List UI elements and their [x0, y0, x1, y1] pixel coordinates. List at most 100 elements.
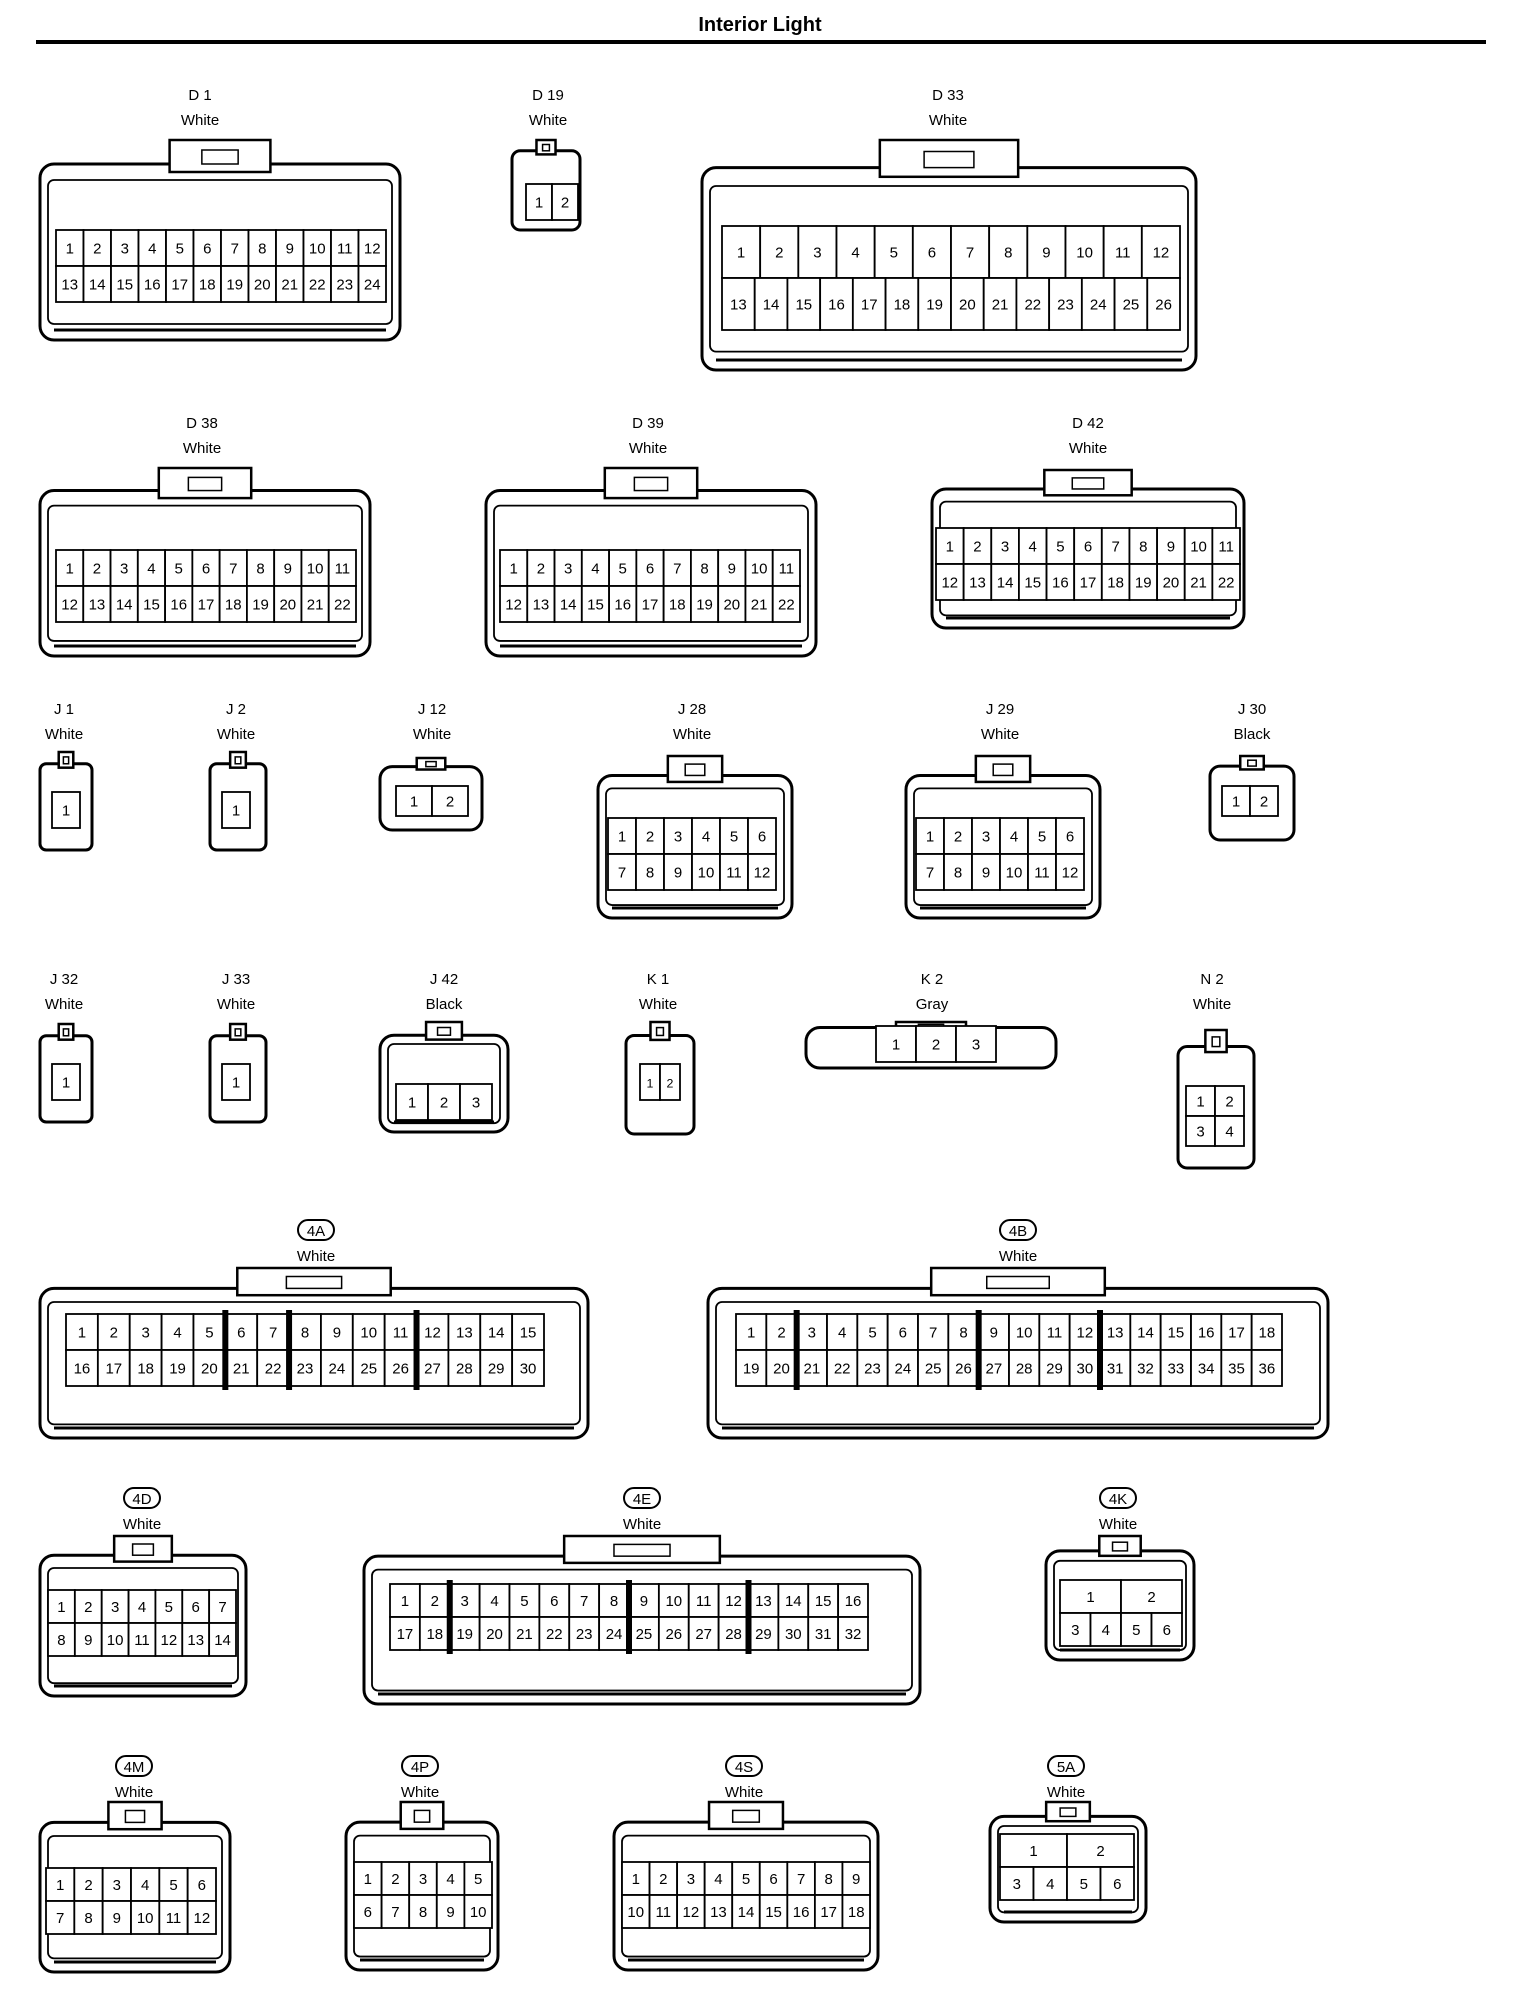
connector-4b-pin-label: 3	[808, 1324, 816, 1341]
connector-j-29-pin-cell	[1055, 853, 1085, 891]
connector-4b-pin-label: 1	[747, 1324, 755, 1341]
connector-d-42-pin-cell	[962, 563, 993, 601]
connector-4b-pin-cell	[1008, 1349, 1041, 1387]
connector-j-28-pin-cell	[747, 817, 777, 855]
connector-4e-pin-label: 3	[461, 1593, 469, 1610]
connector-j-29-pin-label: 6	[1066, 828, 1074, 845]
connector-d-38-pin-label: 6	[202, 560, 210, 577]
connector-4e-pin-label: 20	[486, 1626, 503, 1643]
connector-4b-pin-label: 6	[899, 1324, 907, 1341]
connector-4a-pin-label: 28	[456, 1360, 473, 1377]
connector-4a-pin-label: 15	[520, 1324, 537, 1341]
connector-j-29-pin-cell	[915, 817, 945, 855]
connector-4b-pin-cell	[856, 1313, 889, 1351]
connector-4e-pin-label: 6	[550, 1593, 558, 1610]
connector-j-12-pin-label: 1	[410, 793, 418, 810]
connector-4s-pin-label: 7	[797, 1871, 805, 1888]
connector-d-39-pin-cell	[771, 585, 801, 623]
connector-j-28-pin-cell	[607, 817, 637, 855]
connector-4k-pin-label: 3	[1071, 1622, 1079, 1639]
connector-4p-pin-label: 3	[419, 1871, 427, 1888]
connector-d-33-pin-label: 11	[1115, 244, 1131, 261]
connector-j-28-pin-label: 8	[646, 864, 654, 881]
connector-4b-pin-cell	[1250, 1313, 1283, 1351]
connector-k-1-color: White	[639, 996, 677, 1013]
connector-4s-pin-label: 12	[683, 1904, 700, 1921]
connector-4m-pin-cell	[73, 1900, 104, 1935]
connector-d-38-color: White	[183, 440, 221, 457]
connector-d-38-pin-label: 14	[116, 596, 133, 613]
connector-4s-pin-label: 8	[824, 1871, 832, 1888]
connector-d-39-pin-label: 6	[646, 560, 654, 577]
connector-4k-pin-cell	[1089, 1612, 1122, 1647]
connector-d-38-pin-label: 21	[307, 596, 324, 613]
connector-d-38-pin-cell	[82, 549, 112, 587]
connector-4p-pin-cell	[463, 1894, 493, 1929]
connector-d-38-pin-label: 11	[335, 560, 351, 577]
connector-d-39-pin-label: 3	[564, 560, 572, 577]
connector-d-38-id: D 38	[186, 415, 218, 432]
connector-4a-pin-cell	[351, 1313, 386, 1351]
connector-4p-pin-label: 1	[364, 1871, 372, 1888]
connector-4s-pin-label: 6	[769, 1871, 777, 1888]
connector-d-1-pin-label: 18	[199, 276, 216, 293]
connector-4m-pin-cell	[101, 1900, 132, 1935]
connector-4m-id: 4M	[124, 1759, 145, 1776]
title-divider	[36, 40, 1486, 44]
connector-d-39-pin-cell	[744, 549, 774, 587]
connector-4a-pin-label: 17	[105, 1360, 122, 1377]
connector-4s-latch-tab	[731, 1809, 761, 1823]
connector-4d-pin-cell	[47, 1622, 76, 1657]
connector-4d-pin-cell	[154, 1622, 184, 1657]
connector-4s-color: White	[725, 1784, 763, 1801]
connector-5a-pin-label: 4	[1046, 1876, 1054, 1893]
connector-d-42-pin-label: 4	[1029, 538, 1037, 555]
connector-4b-pin-label: 13	[1107, 1324, 1124, 1341]
connector-4k-pin-label: 4	[1102, 1622, 1110, 1639]
connector-d-42-pin-label: 8	[1139, 538, 1147, 555]
connector-j-29-pin-cell	[999, 853, 1029, 891]
connector-d-33-pin-label: 17	[861, 296, 878, 313]
connector-j-28-pin-label: 4	[702, 828, 710, 845]
connector-d-38-pin-cell	[191, 585, 221, 623]
connector-j-29-latch-tab	[992, 763, 1014, 777]
connector-4e-pin-cell	[508, 1616, 541, 1651]
connector-4b-pin-cell	[1068, 1349, 1101, 1387]
connector-4e-pin-cell	[657, 1616, 690, 1651]
connector-j-12-pin-label: 2	[446, 793, 454, 810]
connector-4a-pin-label: 16	[74, 1360, 91, 1377]
connector-d-33-pin-cell	[1026, 225, 1067, 279]
connector-j-42-pin-cell	[395, 1083, 429, 1121]
connector-d-38-pin-label: 22	[334, 596, 351, 613]
connector-n-2-pin-label: 4	[1225, 1123, 1233, 1140]
connector-4a-pin-label: 4	[173, 1324, 181, 1341]
connector-d-39-latch-tab	[633, 476, 669, 492]
connector-j-32-latch-tab	[62, 1028, 70, 1037]
connector-4b-pin-cell	[1250, 1349, 1283, 1387]
connector-4s-pin-label: 16	[793, 1904, 810, 1921]
connector-d-1-pin-label: 16	[144, 276, 161, 293]
connector-j-28-pin-cell	[747, 853, 777, 891]
connector-d-33-pin-label: 24	[1090, 296, 1107, 313]
connector-d-42-pin-label: 10	[1190, 538, 1207, 555]
connector-4m-pin-label: 9	[113, 1910, 121, 1927]
connector-4e-pin-label: 11	[696, 1593, 712, 1610]
connector-4e-pin-label: 1	[401, 1593, 409, 1610]
connector-4a-pin-cell	[288, 1349, 322, 1387]
connector-j-1-latch-tab	[62, 756, 70, 765]
connector-d-39-pin-cell	[690, 585, 720, 623]
connector-d-39-latch	[603, 466, 699, 500]
connector-j-2-pin-cell	[221, 791, 251, 829]
connector-4k-pin-label: 2	[1147, 1589, 1155, 1606]
connector-k-1-id: K 1	[647, 971, 670, 988]
connector-4b-pin-label: 23	[864, 1360, 881, 1377]
connector-4e-pin-label: 2	[431, 1593, 439, 1610]
connector-d-1-pin-label: 8	[258, 240, 266, 257]
connector-d-38-pin-cell	[164, 549, 194, 587]
connector-d-42-pin-label: 20	[1163, 574, 1180, 591]
